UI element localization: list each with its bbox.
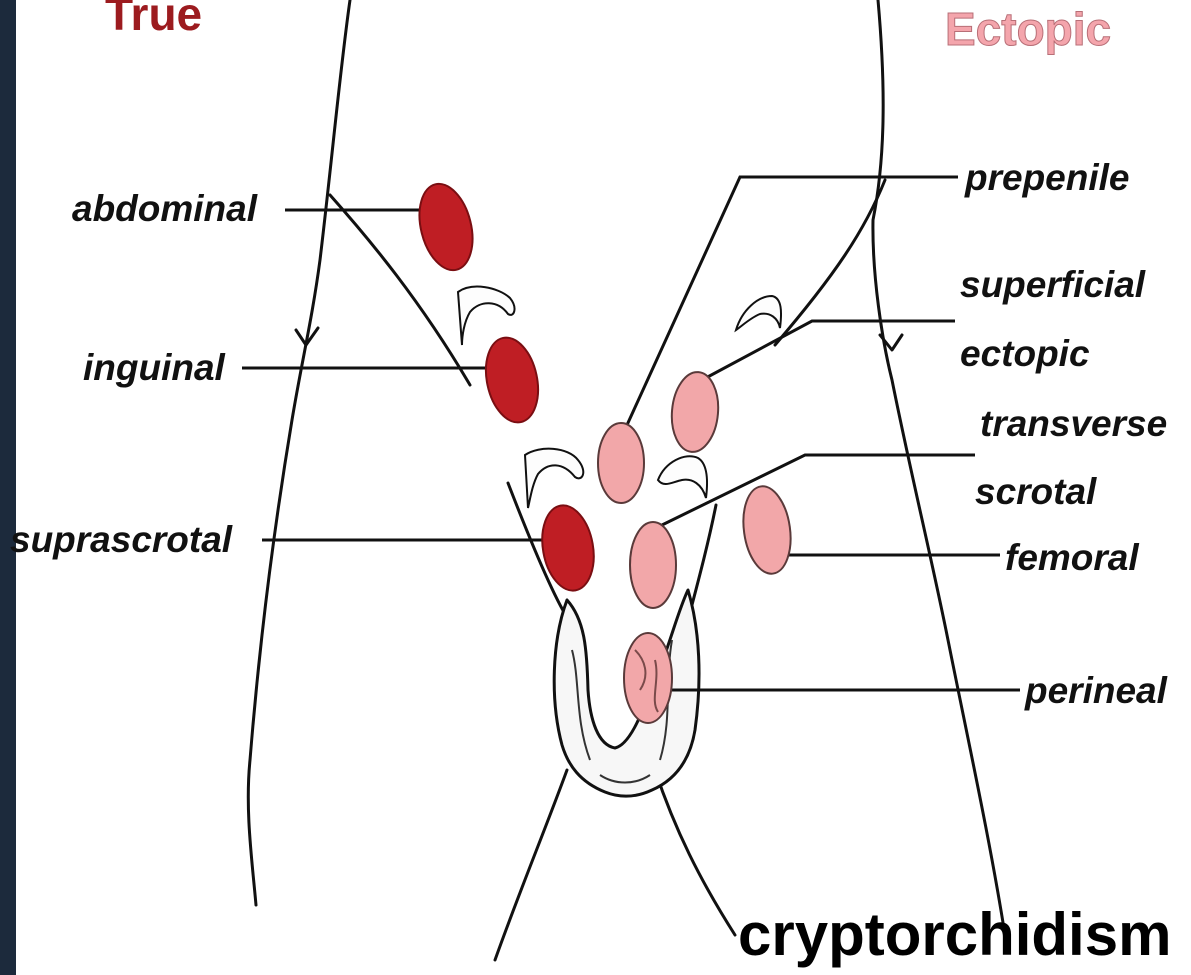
right-lower-ring (658, 456, 707, 498)
left-edge-band (0, 0, 16, 975)
true-testes (411, 178, 600, 594)
ectopic-header: Ectopic (945, 3, 1111, 55)
label-inguinal: inguinal (83, 347, 226, 388)
testis-suprascrotal (536, 501, 600, 594)
true-header: True (105, 0, 202, 40)
testis-prepenile (598, 423, 644, 503)
label-transverse: transverse (980, 403, 1167, 444)
transverse-scrotal-leader (662, 455, 975, 525)
label-ectopic: ectopic (960, 333, 1090, 374)
left-upper-ring (458, 287, 514, 345)
left-flank-line (248, 0, 350, 905)
label-superficial: superficial (960, 264, 1146, 305)
left-thigh-line (495, 770, 567, 960)
label-perineal: perineal (1024, 670, 1168, 711)
testis-inguinal (479, 333, 546, 428)
testis-abdominal (411, 178, 481, 275)
label-prepenile: prepenile (964, 157, 1130, 198)
left-lower-ring (525, 449, 583, 508)
diagram-title: cryptorchidism (738, 901, 1171, 968)
right-flank-line (873, 0, 1005, 935)
right-thigh-line (655, 770, 735, 935)
testis-superficial-ectopic (669, 370, 722, 454)
label-femoral: femoral (1005, 537, 1139, 578)
right-upper-ring (736, 296, 781, 330)
testis-perineal (624, 633, 672, 723)
label-abdominal: abdominal (72, 188, 258, 229)
label-suprascrotal: suprascrotal (10, 519, 233, 560)
testis-femoral (738, 483, 796, 577)
testis-transverse-scrotal (630, 522, 676, 608)
superficial-ectopic-leader (702, 321, 955, 380)
prepenile-leader (627, 177, 958, 425)
label-scrotal: scrotal (975, 471, 1097, 512)
